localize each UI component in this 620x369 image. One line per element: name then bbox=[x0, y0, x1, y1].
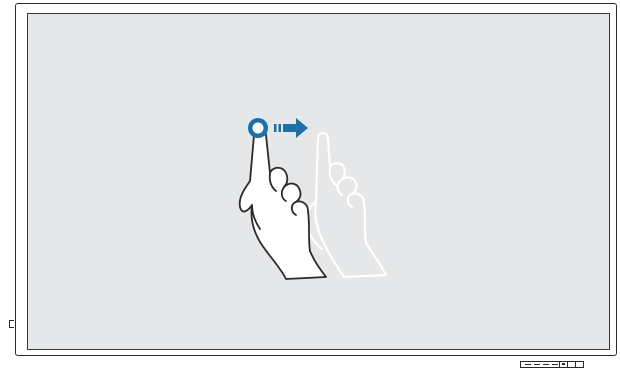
strip-dash bbox=[525, 364, 531, 365]
strip-dash bbox=[543, 364, 549, 365]
drag-arrow-icon bbox=[274, 118, 308, 138]
strip-dash bbox=[552, 364, 558, 365]
strip-cell bbox=[559, 362, 567, 367]
strip-dash bbox=[534, 364, 540, 365]
ghost-hand-icon bbox=[306, 133, 386, 277]
side-button bbox=[9, 320, 14, 328]
strip-dot bbox=[562, 363, 565, 365]
control-strip bbox=[520, 361, 584, 368]
strip-cell bbox=[575, 362, 583, 367]
strip-cell bbox=[567, 362, 575, 367]
drag-gesture-illustration bbox=[236, 115, 416, 280]
touch-point-icon bbox=[248, 118, 268, 138]
